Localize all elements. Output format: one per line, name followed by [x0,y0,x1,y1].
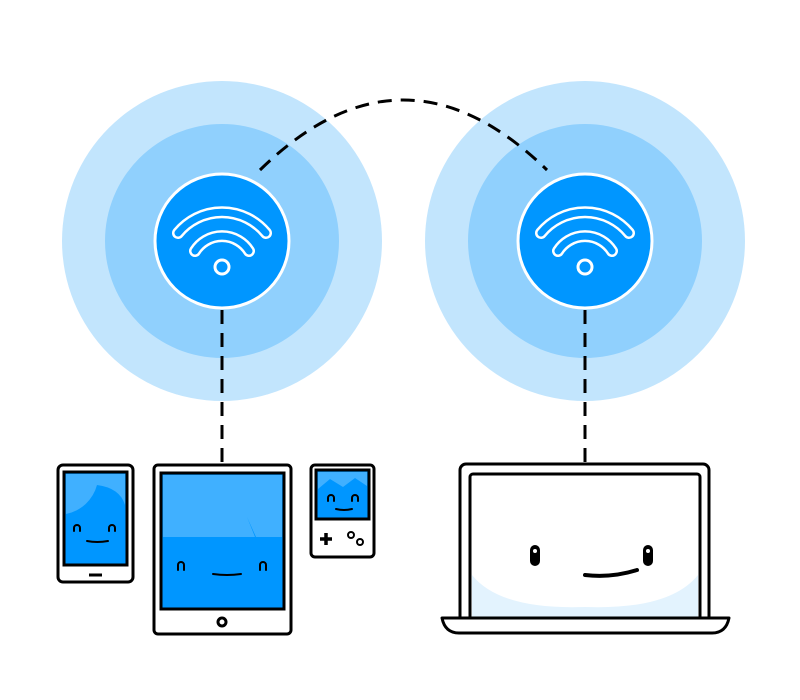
tablet-device [152,463,293,636]
wifi-icon [425,81,745,401]
left-wifi-hub [62,81,382,401]
wifi-icon [62,81,382,401]
handheld-game-device [309,463,376,559]
laptop-device [440,462,731,635]
connection-arc [258,98,549,172]
right-wifi-hub [425,81,745,401]
phone-device [56,463,135,584]
